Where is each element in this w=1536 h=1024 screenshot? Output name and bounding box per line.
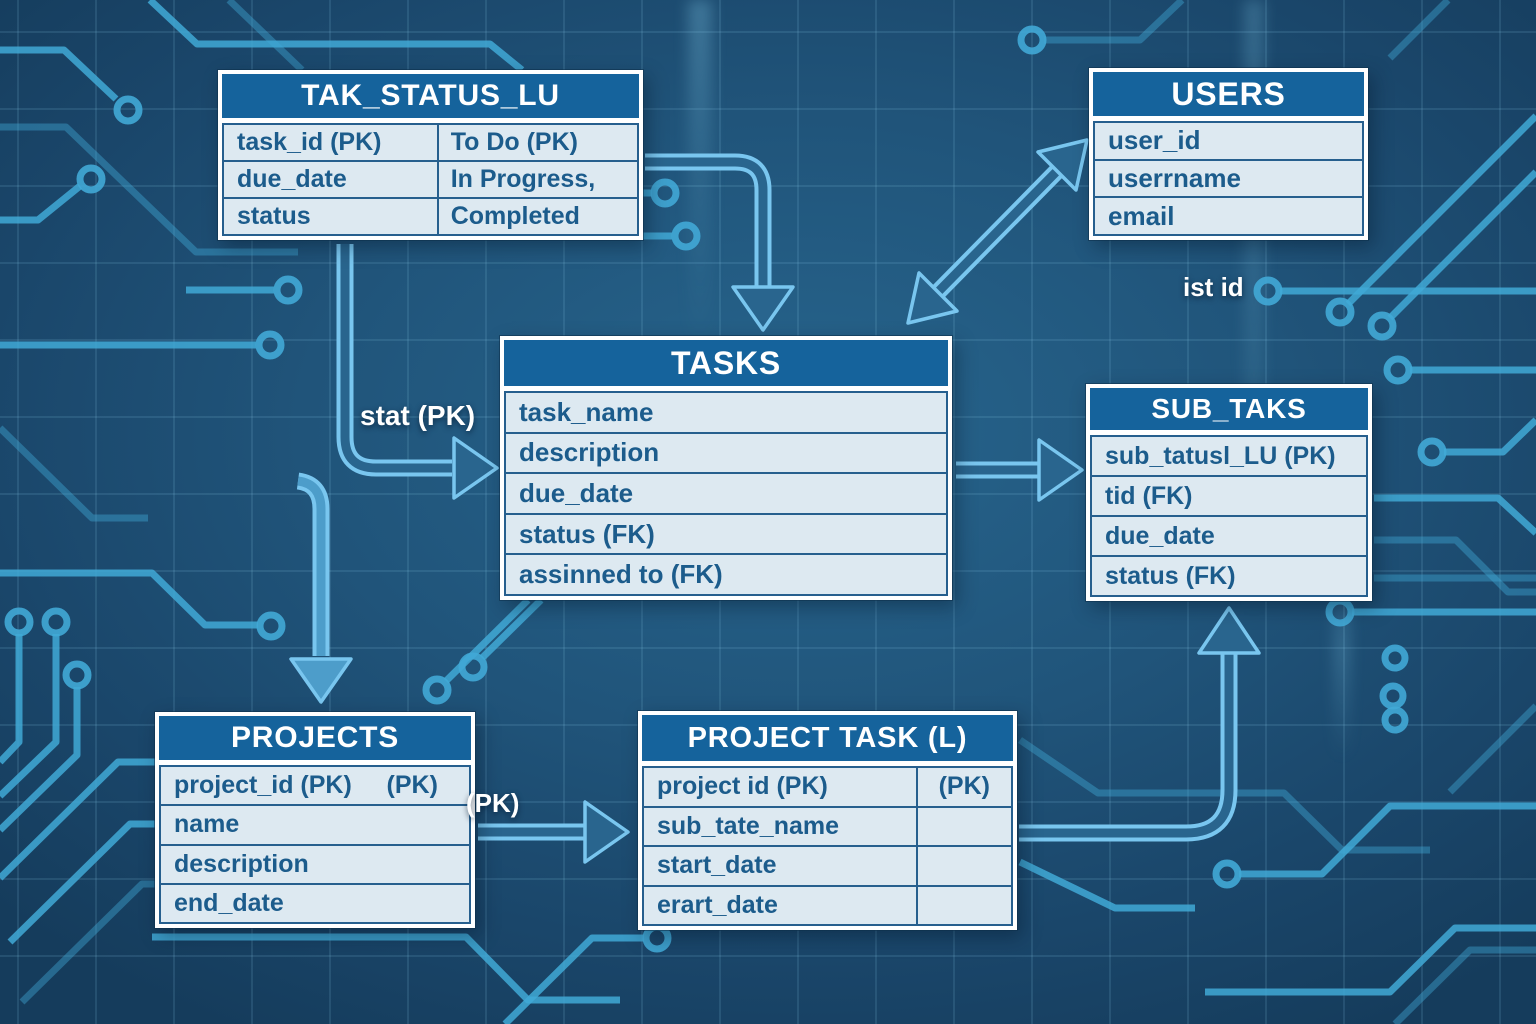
table-row: userrname xyxy=(1095,158,1362,197)
field-name: email xyxy=(1108,200,1175,231)
table-row: status Completed xyxy=(224,197,637,234)
table-row: status (FK) xyxy=(506,512,946,554)
table-body: project id (PK) (PK) sub_tate_name start… xyxy=(642,766,1013,926)
field-value xyxy=(915,807,1011,845)
field-name: start_date xyxy=(657,851,777,880)
field-name: sub_tate_name xyxy=(657,811,840,840)
table-sub-taks: SUB_TAKS sub_tatusl_LU (PK) tid (FK) due… xyxy=(1086,384,1372,601)
table-row: description xyxy=(506,431,946,473)
table-title: SUB_TAKS xyxy=(1090,388,1368,430)
field-name: due_date xyxy=(519,477,634,508)
table-row: status (FK) xyxy=(1092,555,1366,595)
table-row: user_id xyxy=(1095,123,1362,159)
field-value xyxy=(915,847,1011,885)
table-users: USERS user_id userrname email xyxy=(1089,68,1368,240)
field-name: description xyxy=(174,849,309,878)
table-row: task_name xyxy=(506,393,946,432)
field-name: tid (FK) xyxy=(1105,481,1193,510)
field-name: due_date xyxy=(237,165,347,193)
table-title: TAK_STATUS_LU xyxy=(222,74,639,118)
table-row: sub_tate_name xyxy=(644,805,1011,845)
field-value xyxy=(915,886,1011,924)
table-body: project_id (PK) (PK) name description en… xyxy=(159,765,471,924)
table-row: end_date xyxy=(161,882,469,922)
table-title: PROJECTS xyxy=(159,716,471,760)
table-tasks: TASKS task_name description due_date sta… xyxy=(500,336,952,600)
arrow-takstatus-to-tasks-left xyxy=(336,244,499,500)
table-tak-status-lu: TAK_STATUS_LU task_id (PK) To Do (PK) du… xyxy=(218,70,643,240)
field-name: assinned to (FK) xyxy=(519,559,723,590)
table-body: sub_tatusl_LU (PK) tid (FK) due_date sta… xyxy=(1090,435,1368,597)
table-title: USERS xyxy=(1093,72,1364,116)
arrow-projecttask-to-subtaks xyxy=(1019,606,1261,842)
relationship-label-ist-id: ist id xyxy=(1183,272,1244,302)
field-name: name xyxy=(174,810,240,839)
field-name: project_id (PK) (PK) xyxy=(174,771,438,800)
table-body: task_id (PK) To Do (PK) due_date In Prog… xyxy=(222,123,639,236)
table-body: user_id userrname email xyxy=(1093,121,1364,236)
field-value: Completed xyxy=(436,199,637,234)
table-row: due_date In Progress, xyxy=(224,160,637,197)
relationship-label-stat-pk: stat (PK) xyxy=(360,400,476,431)
table-row: project_id (PK) (PK) xyxy=(161,767,469,804)
table-row: description xyxy=(161,843,469,883)
relationship-label-pk: (PK) xyxy=(466,788,520,818)
field-name: status xyxy=(237,202,311,230)
table-projects: PROJECTS project_id (PK) (PK) name descr… xyxy=(155,712,475,928)
table-title: TASKS xyxy=(504,340,948,386)
field-name: status (FK) xyxy=(519,518,655,549)
field-name: sub_tatusl_LU (PK) xyxy=(1105,441,1336,470)
arrow-takstatus-to-tasks xyxy=(645,153,795,332)
table-row: tid (FK) xyxy=(1092,475,1366,515)
field-value: In Progress, xyxy=(436,162,637,197)
arrow-projects-to-projecttask xyxy=(478,800,630,864)
field-name: task_id (PK) xyxy=(237,128,382,156)
table-row: start_date xyxy=(644,845,1011,885)
field-name: due_date xyxy=(1105,521,1215,550)
field-name: status (FK) xyxy=(1105,561,1236,590)
field-value: To Do (PK) xyxy=(436,125,637,160)
table-row: email xyxy=(1095,196,1362,234)
table-row: assinned to (FK) xyxy=(506,553,946,594)
table-row: due_date xyxy=(1092,515,1366,555)
arrow-takstatus-to-projects xyxy=(289,472,353,704)
arrow-tasks-users-bidirectional xyxy=(906,138,1089,325)
field-value: (PK) xyxy=(915,768,1011,806)
table-body: task_name description due_date status (F… xyxy=(504,391,948,596)
field-name: description xyxy=(519,437,660,468)
field-name: erart_date xyxy=(657,890,778,919)
field-name: project id (PK) xyxy=(657,772,828,801)
table-row: task_id (PK) To Do (PK) xyxy=(224,125,637,160)
field-name: userrname xyxy=(1108,163,1241,193)
field-name: end_date xyxy=(174,888,284,917)
table-row: due_date xyxy=(506,472,946,513)
table-row: name xyxy=(161,804,469,843)
field-name: task_name xyxy=(519,396,654,427)
table-row: erart_date xyxy=(644,884,1011,924)
arrow-tasks-to-subtaks xyxy=(956,438,1084,502)
field-name: user_id xyxy=(1108,125,1201,156)
table-row: project id (PK) (PK) xyxy=(644,768,1011,806)
table-project-task: PROJECT TASK (L) project id (PK) (PK) su… xyxy=(638,711,1017,930)
table-row: sub_tatusl_LU (PK) xyxy=(1092,437,1366,475)
table-title: PROJECT TASK (L) xyxy=(642,715,1013,761)
